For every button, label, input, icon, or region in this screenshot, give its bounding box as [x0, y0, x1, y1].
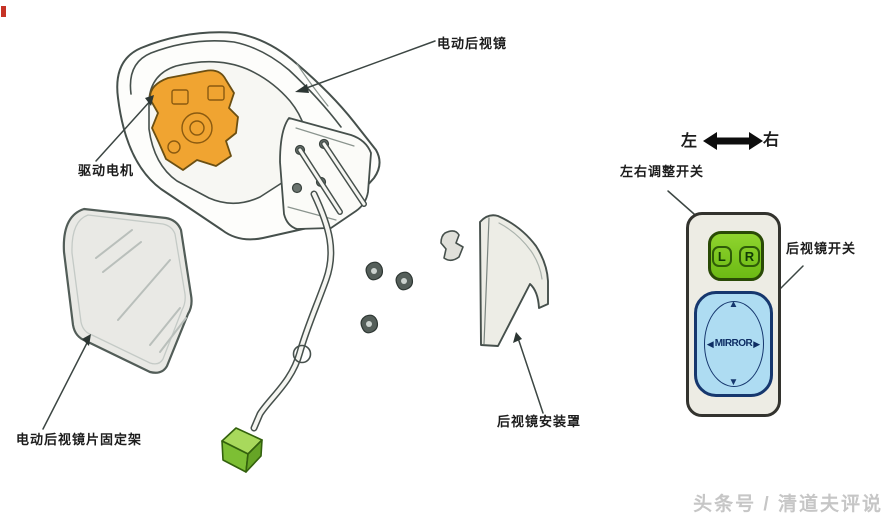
mirror-down-arrow-icon[interactable]: ▼ — [728, 377, 739, 388]
lr-switch-right-label: R — [738, 245, 761, 267]
watermark: 头条号 / 清道夫评说 — [693, 494, 883, 515]
label-lr-adjust-switch: 左右调整开关 — [620, 164, 705, 179]
drive-motor — [149, 69, 239, 171]
lr-select-switch[interactable]: L R — [708, 231, 764, 281]
label-drive-motor: 驱动电机 — [78, 163, 135, 178]
mirror-right-arrow-icon[interactable]: ▶ — [753, 338, 761, 349]
label-left: 左 — [681, 133, 698, 150]
mirror-glass — [62, 207, 193, 374]
cable-ring — [292, 344, 312, 364]
mirror-switch-center: ◀ MIRROR ▶ — [697, 339, 770, 349]
label-right: 右 — [763, 132, 780, 149]
label-power-mirror: 电动后视镜 — [437, 36, 508, 51]
mirror-left-arrow-icon[interactable]: ◀ — [706, 338, 714, 349]
wire-connector — [221, 427, 263, 473]
screws — [360, 261, 414, 334]
mirror-up-arrow-icon[interactable]: ▲ — [728, 299, 739, 310]
label-glass-holder: 电动后视镜片固定架 — [16, 432, 143, 447]
label-mounting-cover: 后视镜安装罩 — [497, 414, 582, 429]
lr-switch-left-label: L — [711, 245, 732, 267]
mirror-bracket — [279, 117, 372, 230]
red-mark — [1, 6, 6, 17]
label-mirror-switch: 后视镜开关 — [786, 241, 857, 256]
mirror-switch-label: MIRROR — [714, 338, 753, 349]
mirror-adjust-switch[interactable]: ▲ ▼ ◀ MIRROR ▶ — [694, 291, 773, 397]
retaining-clip — [440, 230, 464, 262]
leader-arrowheads — [82, 84, 522, 346]
left-right-arrow-icon — [703, 132, 763, 150]
mirror-switch-panel: L R ▲ ▼ ◀ MIRROR ▶ — [686, 212, 781, 417]
wiring-harness — [250, 190, 335, 432]
mounting-cover — [479, 214, 549, 347]
mirror-switch-ring — [703, 301, 764, 387]
